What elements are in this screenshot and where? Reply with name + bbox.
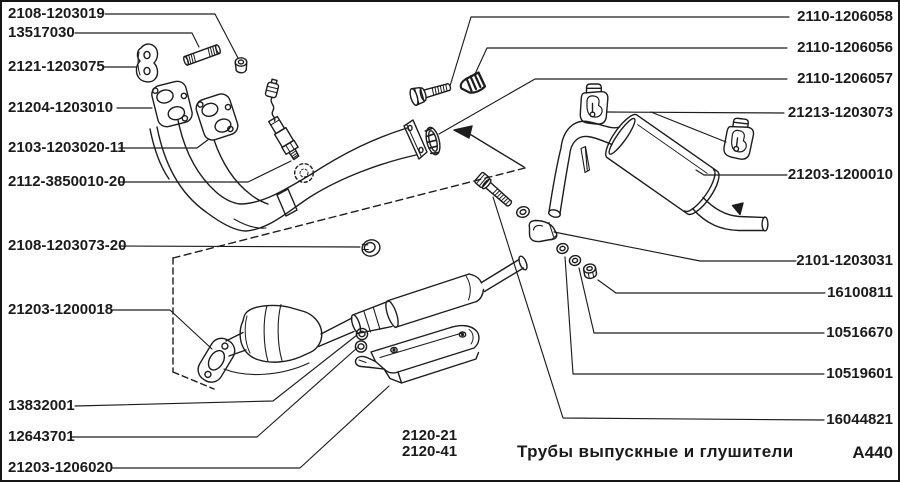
part-number-label: 2112-3850010-20 xyxy=(8,173,126,190)
page-code: A440 xyxy=(852,443,893,462)
pipe-flange xyxy=(403,119,428,160)
stud-nut xyxy=(234,57,248,74)
part-number-label: 21204-1203010 xyxy=(8,99,114,116)
heat-shield xyxy=(354,324,480,384)
attach-arrow-icon xyxy=(453,125,473,139)
sensor-boss xyxy=(294,162,315,183)
manifold-gasket-1 xyxy=(151,80,193,128)
part-number-label: 16044821 xyxy=(826,411,893,428)
washer-a xyxy=(516,205,530,219)
washer-b xyxy=(556,242,569,255)
seal-ring xyxy=(424,126,441,156)
oxygen-sensor xyxy=(264,78,300,161)
part-number-label: 2110-1206058 xyxy=(797,8,893,25)
mount-bracket xyxy=(135,43,159,83)
part-number-label: 2110-1206056 xyxy=(797,39,893,56)
rubber-hanger xyxy=(722,116,756,161)
leader-lines xyxy=(70,13,826,469)
rubber-hanger xyxy=(579,83,609,125)
pipe-clamp xyxy=(361,239,381,257)
joint-hardware xyxy=(474,171,598,280)
mounting-nuts xyxy=(354,327,369,353)
part-number-label: 13832001 xyxy=(8,397,75,414)
inlet-flange xyxy=(197,337,236,383)
part-number-label: 21203-1200010 xyxy=(787,166,893,183)
part-number-label: 2121-1203075 xyxy=(8,58,105,75)
part-number-label: 10516670 xyxy=(826,324,893,341)
muffler-tailpipe xyxy=(691,196,769,232)
figure-caption: Трубы выпускные и глушители xyxy=(517,442,794,461)
washer-c xyxy=(568,254,582,267)
part-number-label: 13517030 xyxy=(8,24,75,41)
clamp-bracket xyxy=(528,219,558,243)
joint-bolt xyxy=(474,171,513,207)
front-exhaust-pipe xyxy=(149,119,441,232)
part-number-label: 21213-1203073 xyxy=(787,104,893,121)
part-number-label: 2103-1203020-11 xyxy=(8,139,126,156)
part-number-label: 2108-1203019 xyxy=(8,5,105,22)
ghost-outline xyxy=(172,125,526,390)
part-number-label: 2108-1203073-20 xyxy=(8,237,127,254)
model-code: 2120-41 xyxy=(402,443,458,460)
main-muffler xyxy=(548,83,769,232)
part-number-label: 16100811 xyxy=(827,284,893,301)
part-number-label: 10519601 xyxy=(826,365,893,382)
part-number-label: 12643701 xyxy=(8,428,75,445)
part-number-label: 21203-1206020 xyxy=(8,459,114,476)
conical-spring xyxy=(459,71,487,94)
manifold-gasket-2 xyxy=(195,93,239,141)
stud xyxy=(183,44,221,66)
catalytic-converter xyxy=(223,303,323,376)
part-number-label: 2101-1203031 xyxy=(796,252,893,269)
flange-bolt xyxy=(409,83,452,107)
part-number-label: 21203-1200018 xyxy=(8,301,114,318)
center-resonator xyxy=(385,255,528,329)
part-number-label: 2110-1206057 xyxy=(797,70,893,87)
model-code: 2120-21 xyxy=(402,427,458,444)
muffler-inlet-pipe xyxy=(548,120,621,218)
hex-nut xyxy=(582,263,598,280)
